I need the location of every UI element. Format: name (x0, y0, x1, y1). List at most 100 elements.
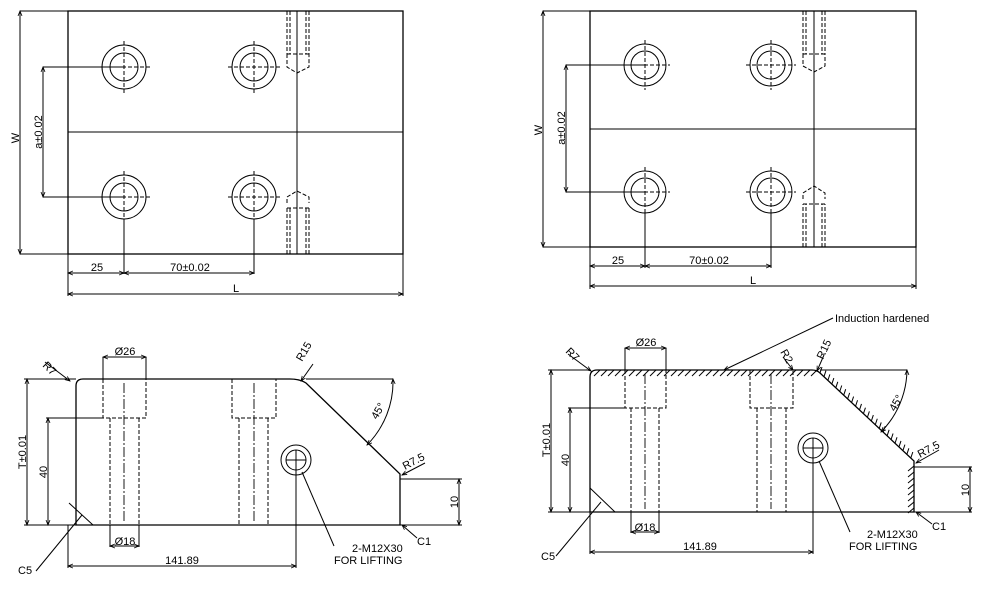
hatch-mark (907, 495, 915, 502)
label-hole-pitch-x: 70±0.02 (170, 262, 210, 274)
hatch-mark (719, 369, 727, 377)
label-lifting-1: 2-M12X30 (352, 543, 403, 555)
hatch-mark (898, 440, 902, 448)
label-r7-5: R7.5 (401, 451, 427, 473)
hatch-mark (907, 465, 915, 472)
label-cbore-dia: Ø26 (636, 337, 657, 349)
label-induction-hardened: Induction hardened (835, 313, 929, 325)
hatch-mark (656, 369, 664, 377)
label-thru-dia: Ø18 (115, 536, 136, 548)
hardened-hatching (593, 366, 915, 514)
label-depth: 40 (38, 466, 50, 478)
tapped-hole-top (286, 11, 310, 74)
hatch-mark (855, 400, 859, 407)
hatch-mark (831, 377, 835, 385)
label-hole-pos: 141.89 (165, 555, 199, 567)
label-edge-offset: 25 (91, 262, 103, 274)
hatch-mark (810, 369, 818, 377)
hatch-mark (670, 369, 678, 377)
hatch-mark (906, 448, 910, 455)
label-width: W (10, 132, 22, 143)
chamfer-c5 (68, 502, 94, 526)
bottom-right-section-view: T±0.01 40 Ø26 Ø18 Induction hardened R7 … (541, 313, 972, 563)
hatch-mark (775, 369, 783, 377)
label-cbore-dia: Ø26 (115, 346, 136, 358)
hatch-mark (663, 369, 671, 377)
hatch-mark (600, 369, 608, 377)
hatch-mark (823, 370, 827, 377)
label-width: W (533, 124, 545, 135)
hatch-mark (847, 392, 851, 400)
hatch-mark (902, 444, 906, 451)
label-c5: C5 (541, 551, 555, 563)
hatch-mark (642, 369, 650, 377)
label-c5: C5 (18, 565, 32, 577)
hatch-mark (907, 507, 915, 514)
hatch-mark (726, 369, 734, 377)
label-r15: R15 (294, 340, 314, 363)
hatch-mark (907, 471, 915, 478)
hatch-mark (870, 414, 874, 422)
hatch-mark (910, 451, 914, 459)
hatch-mark (803, 369, 811, 377)
hatch-mark (677, 369, 685, 377)
hatch-mark (635, 369, 643, 377)
label-c1: C1 (932, 521, 946, 533)
label-length: L (750, 275, 756, 287)
hatch-mark (862, 407, 866, 414)
hatch-mark (907, 489, 915, 496)
label-hole-pos: 141.89 (683, 541, 717, 553)
label-lifting-2: FOR LIFTING (334, 555, 402, 567)
chamfer-c5 (589, 487, 616, 513)
hatch-mark (886, 429, 890, 436)
label-r15: R15 (815, 338, 834, 361)
hatch-mark (890, 433, 894, 440)
label-edge-offset: 25 (612, 255, 624, 267)
hatch-mark (740, 369, 748, 377)
label-lifting-1: 2-M12X30 (867, 529, 918, 541)
cbore-hole (228, 171, 280, 223)
hatch-mark (761, 369, 769, 377)
hatch-mark (839, 385, 843, 392)
label-r7-5: R7.5 (916, 439, 942, 461)
hatch-mark (907, 483, 915, 490)
label-step-height: 10 (449, 496, 461, 508)
label-hole-pitch-x: 70±0.02 (689, 255, 729, 267)
label-c1: C1 (417, 536, 431, 548)
tapped-hole-top (802, 11, 826, 73)
label-depth: 40 (560, 454, 572, 466)
cbore-hole (746, 167, 796, 217)
hatch-mark (628, 369, 636, 377)
hatch-mark (607, 369, 615, 377)
tapped-hole-bottom (802, 185, 826, 247)
label-thickness: T±0.01 (17, 435, 29, 469)
label-hole-pitch-y: a±0.02 (556, 111, 568, 145)
hatch-mark (894, 437, 898, 444)
hatch-mark (835, 381, 839, 388)
part-profile (589, 369, 915, 513)
hatch-mark (796, 369, 804, 377)
hatch-mark (691, 369, 699, 377)
hatch-mark (851, 396, 855, 403)
label-r7: R7 (40, 360, 58, 378)
hatch-mark (907, 501, 915, 508)
label-hole-pitch-y: a±0.02 (33, 115, 45, 149)
hatch-mark (747, 369, 755, 377)
hatch-mark (859, 403, 862, 411)
hatch-mark (866, 411, 870, 418)
label-step-height: 10 (960, 484, 972, 496)
hatch-mark (733, 369, 741, 377)
top-right-plan-view: W a±0.02 25 70±0.02 L (533, 11, 916, 289)
cbore-hole (746, 40, 796, 90)
hatch-mark (705, 369, 713, 377)
hatch-mark (684, 369, 692, 377)
label-lifting-2: FOR LIFTING (849, 541, 917, 553)
label-thickness: T±0.01 (541, 423, 553, 457)
hatch-mark (614, 369, 622, 377)
label-length: L (233, 283, 239, 295)
hatch-mark (843, 389, 847, 396)
hatch-mark (768, 369, 776, 377)
hatch-mark (907, 477, 915, 484)
hatch-mark (698, 369, 706, 377)
